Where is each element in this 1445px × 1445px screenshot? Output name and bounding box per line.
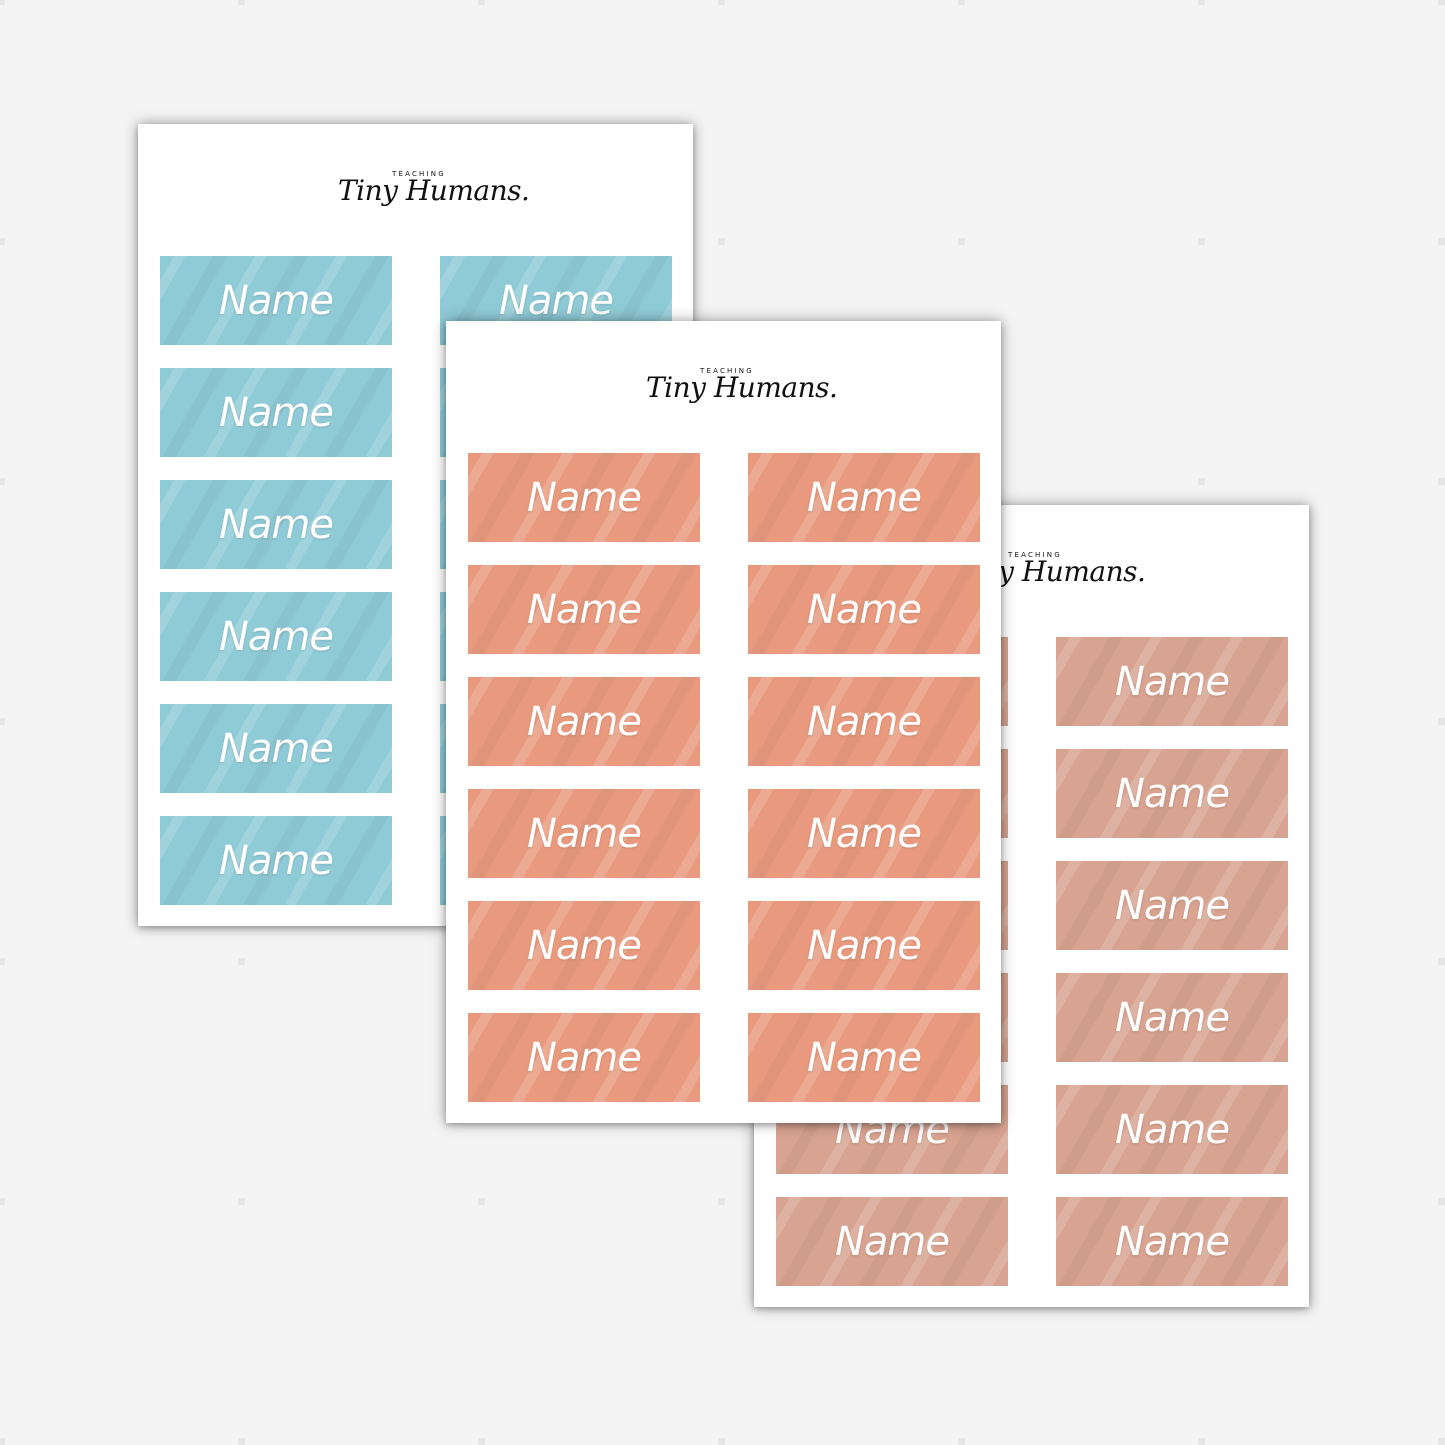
name-label: Name — [468, 453, 700, 542]
background-tile — [1206, 246, 1439, 479]
name-label: Name — [160, 592, 392, 681]
name-label-text: Name — [526, 1034, 642, 1081]
background-tile — [966, 6, 1199, 239]
background-tile — [246, 966, 479, 1199]
name-label-text: Name — [806, 586, 922, 633]
name-label-text: Name — [1114, 882, 1230, 929]
name-label-text: Name — [218, 277, 334, 324]
name-label: Name — [748, 677, 980, 766]
name-label: Name — [748, 1013, 980, 1102]
name-label-text: Name — [834, 1218, 950, 1265]
name-label: Name — [468, 677, 700, 766]
name-label: Name — [748, 565, 980, 654]
name-label: Name — [1056, 749, 1288, 838]
name-label-text: Name — [218, 613, 334, 660]
name-label: Name — [468, 1013, 700, 1102]
name-label-text: Name — [526, 586, 642, 633]
background-tile — [726, 6, 959, 239]
brand-logo: TEACHING Tiny Humans. — [338, 166, 530, 236]
background-tile — [966, 246, 1199, 479]
name-label: Name — [440, 256, 672, 345]
name-label: Name — [1056, 637, 1288, 726]
name-label-text: Name — [526, 922, 642, 969]
name-label: Name — [160, 704, 392, 793]
name-label-text: Name — [1114, 994, 1230, 1041]
name-label: Name — [1056, 1197, 1288, 1286]
name-label-text: Name — [806, 1034, 922, 1081]
name-label-text: Name — [806, 922, 922, 969]
name-label-text: Name — [806, 810, 922, 857]
name-label: Name — [468, 789, 700, 878]
name-label-text: Name — [218, 501, 334, 548]
name-label-text: Name — [1114, 1106, 1230, 1153]
name-label: Name — [776, 1197, 1008, 1286]
background-tile — [1206, 6, 1439, 239]
logo-script-text: Tiny Humans. — [646, 371, 838, 404]
name-label: Name — [1056, 973, 1288, 1062]
logo-small-text: TEACHING — [700, 367, 754, 375]
name-label-text: Name — [806, 698, 922, 745]
name-label-text: Name — [1114, 1218, 1230, 1265]
name-label: Name — [1056, 1085, 1288, 1174]
background-tile — [486, 1206, 719, 1439]
name-label-text: Name — [498, 277, 614, 324]
name-label-text: Name — [1114, 658, 1230, 705]
name-label-text: Name — [218, 725, 334, 772]
name-label-text: Name — [806, 474, 922, 521]
name-label-text: Name — [218, 389, 334, 436]
name-label-text: Name — [526, 810, 642, 857]
name-label: Name — [160, 816, 392, 905]
logo-small-text: TEACHING — [392, 170, 446, 178]
name-label-text: Name — [1114, 770, 1230, 817]
background-tile — [246, 1206, 479, 1439]
name-label: Name — [748, 789, 980, 878]
name-label: Name — [468, 901, 700, 990]
name-label-text: Name — [526, 474, 642, 521]
name-label-text: Name — [526, 698, 642, 745]
name-label: Name — [468, 565, 700, 654]
name-label: Name — [160, 368, 392, 457]
name-label-text: Name — [218, 837, 334, 884]
name-label: Name — [160, 256, 392, 345]
name-label: Name — [1056, 861, 1288, 950]
logo-small-text: TEACHING — [1008, 551, 1062, 559]
name-label: Name — [160, 480, 392, 569]
background-tile — [6, 1206, 239, 1439]
name-label: Name — [748, 901, 980, 990]
background-tile — [6, 966, 239, 1199]
brand-logo: TEACHING Tiny Humans. — [646, 363, 838, 433]
logo-script-text: Tiny Humans. — [338, 174, 530, 207]
name-label: Name — [748, 453, 980, 542]
